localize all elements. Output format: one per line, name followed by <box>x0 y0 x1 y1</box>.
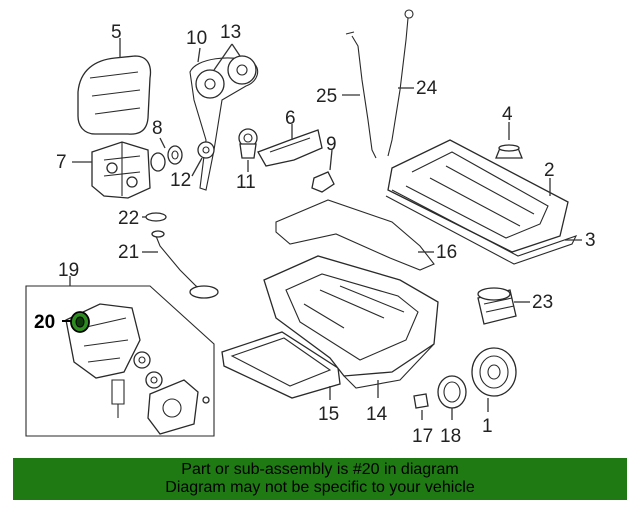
callout-2: 2 <box>544 160 555 181</box>
banner-line-1: Part or sub-assembly is #20 in diagram <box>181 461 459 478</box>
callout-11: 11 <box>236 172 256 193</box>
callout-10: 10 <box>186 28 207 49</box>
info-banner: Part or sub-assembly is #20 in diagram D… <box>13 458 627 500</box>
callout-25: 25 <box>316 86 337 107</box>
part-11-tensioner[interactable] <box>238 128 258 172</box>
callout-22: 22 <box>118 208 139 229</box>
part-7-bracket[interactable] <box>72 141 151 199</box>
part-22-o-ring[interactable] <box>142 212 167 222</box>
part-10-timing-belt[interactable] <box>189 47 259 191</box>
part-14-lower-block[interactable] <box>263 255 439 398</box>
part-23-oil-filter[interactable] <box>477 287 530 325</box>
callout-5: 5 <box>111 22 122 43</box>
callout-20[interactable]: 20 <box>34 312 55 333</box>
callout-23: 23 <box>532 292 553 313</box>
part-25-dipstick-tube[interactable] <box>342 31 377 159</box>
callout-8: 8 <box>152 118 163 139</box>
part-3-valve-cover-gasket[interactable] <box>385 189 582 265</box>
part-13-camshaft-gears[interactable] <box>195 43 257 99</box>
part-5-timing-cover[interactable] <box>77 38 152 135</box>
part-18-front-seal[interactable] <box>437 375 467 420</box>
part-20-oil-seal-highlighted[interactable] <box>62 311 90 333</box>
callout-3: 3 <box>585 230 596 251</box>
part-16-pan-gasket[interactable] <box>275 199 435 271</box>
callout-9: 9 <box>326 134 337 155</box>
callout-4: 4 <box>502 104 513 125</box>
callout-13: 13 <box>220 22 241 43</box>
part-12-crank-sprocket[interactable] <box>191 141 215 177</box>
callout-16: 16 <box>436 242 457 263</box>
part-24-dipstick[interactable] <box>387 9 414 157</box>
callout-17: 17 <box>412 426 433 447</box>
part-4-oil-cap[interactable] <box>495 122 523 159</box>
engine-parts-diagram: 5 10 13 8 7 12 11 6 9 25 24 4 2 3 22 21 … <box>25 9 596 447</box>
banner-line-2: Diagram may not be specific to your vehi… <box>165 479 475 496</box>
callout-labels: 5 10 13 8 7 12 11 6 9 25 24 4 2 3 22 21 … <box>34 22 596 447</box>
part-9-sensor[interactable] <box>311 149 335 193</box>
callout-21: 21 <box>118 242 139 263</box>
callout-15: 15 <box>318 404 339 425</box>
callout-19: 19 <box>58 260 79 281</box>
callout-12: 12 <box>170 170 191 191</box>
callout-6: 6 <box>285 108 296 129</box>
part-21-oil-pickup[interactable] <box>142 230 219 299</box>
callout-18: 18 <box>440 426 461 447</box>
part-15-oil-pan[interactable] <box>221 331 341 400</box>
part-1-crankshaft-pulley[interactable] <box>471 347 517 412</box>
callout-24: 24 <box>416 78 438 99</box>
callout-1: 1 <box>482 416 493 437</box>
part-8-seal[interactable] <box>150 137 183 172</box>
callout-14: 14 <box>366 404 388 425</box>
part-17-plug[interactable] <box>413 393 429 420</box>
callout-7: 7 <box>56 152 67 173</box>
part-6-bracket[interactable] <box>257 124 323 167</box>
part-2-valve-cover[interactable] <box>387 139 569 253</box>
part-19-oil-pump-group[interactable] <box>25 276 215 437</box>
